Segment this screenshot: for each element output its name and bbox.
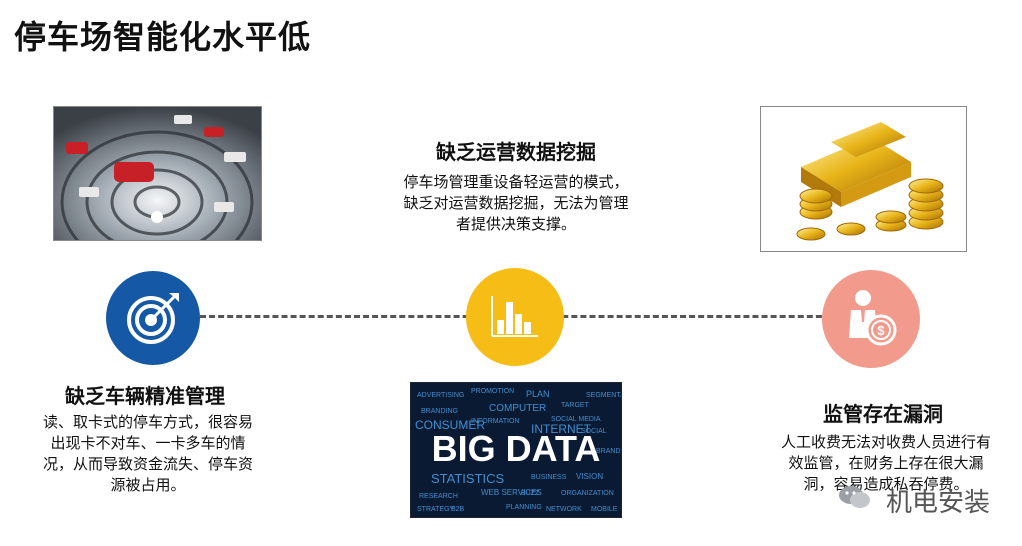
word-cloud-term: PROMOTION (471, 388, 514, 395)
parking-garage-photo (53, 106, 262, 241)
watermark-text: 机电安装 (885, 488, 990, 518)
money-person-icon: $ (849, 290, 897, 346)
word-cloud-term: SOCIAL (581, 428, 607, 435)
word-cloud-term: WEB SERVICES (481, 488, 542, 497)
word-cloud-term: ADVERTISING (417, 392, 464, 399)
word-cloud-term: VISION (576, 472, 603, 481)
money-person-icon-circle: $ (822, 270, 920, 368)
left-body: 读、取卡式的停车方式，很容易出现卡不对车、一卡多车的情况，从而导致资金流失、停车… (42, 413, 253, 494)
word-cloud-term: INTERNET (531, 422, 592, 436)
big-data-image: ADVERTISING PROMOTION PLAN TARGET BRANDING CO… (410, 382, 622, 518)
bar-chart-icon-circle (466, 268, 564, 366)
target-icon-circle (106, 271, 200, 365)
word-cloud-term: B2B (451, 506, 465, 513)
page-title: 停车场智能化水平低 (14, 18, 312, 56)
word-cloud-term: CONSUMER (415, 418, 485, 432)
bar-chart-icon (491, 296, 538, 337)
word-cloud-term: BRANDING (421, 408, 458, 415)
center-body: 停车场管理重设备轻运营的模式，缺乏对运营数据挖掘，无法为管理者提供决策支撑。 (403, 173, 629, 233)
center-heading: 缺乏运营数据挖掘 (436, 140, 596, 164)
word-cloud-term: INFORMATION (471, 418, 519, 425)
word-cloud-term: BUZZ (521, 490, 540, 497)
word-cloud-term: NETWORK (546, 506, 582, 513)
word-cloud-term: BUSINESS (531, 474, 567, 481)
right-heading: 监管存在漏洞 (823, 402, 943, 426)
word-cloud-term: RESEARCH (419, 493, 458, 500)
wechat-icon (838, 484, 872, 517)
word-cloud-term: ORGANIZATION (561, 490, 614, 497)
big-data-main-text: BIG DATA (432, 428, 601, 469)
watermark: 机电安装 (838, 482, 990, 519)
word-cloud-term: PLAN (526, 389, 550, 399)
gold-coins-photo (760, 106, 967, 252)
word-cloud-term: MOBILE (591, 506, 618, 513)
word-cloud-term: COMPUTER (489, 403, 546, 414)
word-cloud-term: PLANNING (506, 504, 542, 511)
svg-text:$: $ (877, 323, 885, 338)
target-icon (127, 293, 179, 344)
word-cloud-term: TARGET (561, 402, 590, 409)
word-cloud-term: STRATEGY (417, 506, 455, 513)
left-heading: 缺乏车辆精准管理 (65, 384, 225, 408)
word-cloud-term: SOCIAL MEDIA (551, 416, 601, 423)
word-cloud-term: SEGMENTATION (586, 392, 621, 399)
word-cloud-term: STATISTICS (431, 471, 505, 486)
word-cloud-term: BRAND (596, 448, 621, 455)
